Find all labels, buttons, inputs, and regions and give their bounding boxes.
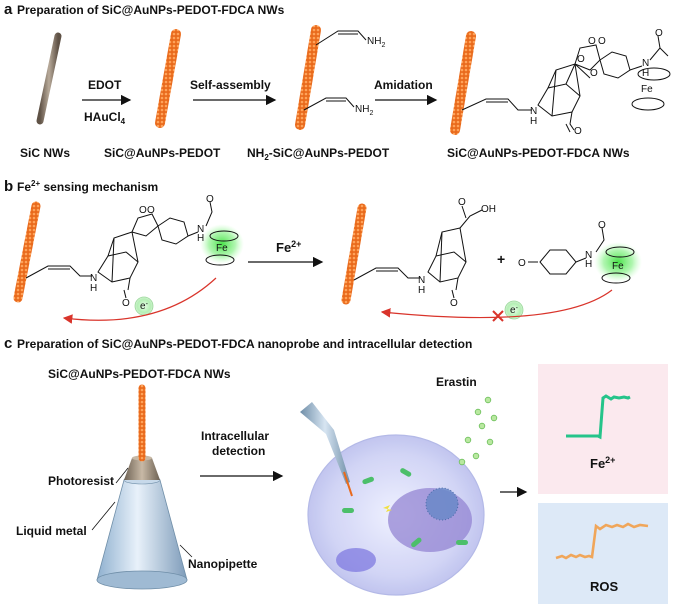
- step-self-assembly: Self-assembly: [190, 78, 271, 92]
- photoresist-leader: [115, 467, 129, 484]
- b-o-4: O: [122, 298, 130, 309]
- electron-right: [504, 300, 524, 320]
- o-label-6: O: [574, 126, 582, 137]
- nh2-label-top: NH2: [367, 36, 385, 49]
- b-oh: OH: [481, 204, 496, 215]
- o-label-1: O: [588, 36, 596, 47]
- o-label-2: O: [598, 36, 606, 47]
- ros-trace: [555, 522, 649, 560]
- fe2plus-arrow-label: Fe2+: [276, 239, 301, 255]
- blocked-transfer-x-icon: [492, 310, 504, 322]
- ros-readout-box: [538, 503, 668, 604]
- cell-illustration: [300, 402, 485, 596]
- b-o-1: O: [147, 205, 155, 216]
- b-n-1: N: [197, 224, 204, 235]
- n-label-a: N: [642, 58, 649, 69]
- fe-readout-label: Fe2+: [590, 455, 615, 471]
- detect-line1: Intracellular: [201, 429, 269, 443]
- electron-left-label: e-: [140, 301, 149, 312]
- liquid-metal-label: Liquid metal: [16, 524, 87, 538]
- b-n-4: N: [585, 250, 592, 261]
- o-label-5: O: [655, 28, 663, 39]
- fe-label-a: Fe: [641, 84, 653, 95]
- b-o-6: O: [450, 298, 458, 309]
- fe-trace: [566, 394, 631, 440]
- o-label-3: O: [590, 68, 598, 79]
- step-edot: EDOT: [88, 78, 122, 92]
- electron-right-label: e-: [510, 305, 519, 316]
- b-h-4: H: [585, 259, 592, 270]
- b-n-2: N: [90, 273, 97, 284]
- plus-sign: +: [497, 251, 505, 267]
- liquid-metal-leader: [91, 501, 116, 531]
- electron-transfer-arrow-left: [62, 277, 217, 324]
- electron-transfer-arrow-right: [380, 289, 613, 319]
- panel-b-letter: b: [4, 178, 13, 195]
- ros-readout-label: ROS: [590, 579, 619, 594]
- b-h-3: H: [418, 285, 425, 296]
- cleaved-product-left: [341, 203, 483, 305]
- b-o-3: O: [206, 194, 214, 205]
- b-o-8: O: [598, 220, 606, 231]
- label-fdca-nws: SiC@AuNPs-PEDOT-FDCA NWs: [447, 146, 630, 160]
- b-fe-2: Fe: [612, 261, 624, 272]
- h-label-a: H: [642, 68, 649, 79]
- probe-label: SiC@AuNPs-PEDOT-FDCA NWs: [48, 367, 231, 381]
- b-h-1: H: [197, 233, 204, 244]
- o-label-4: O: [577, 54, 585, 65]
- nanopipette-label: Nanopipette: [188, 557, 258, 571]
- nanopipette-probe: [96, 384, 188, 590]
- fe-readout-box: [538, 364, 668, 494]
- photoresist-label: Photoresist: [48, 474, 114, 488]
- label-sic-nws: SiC NWs: [20, 146, 70, 160]
- nh2-label-bottom: NH2: [355, 104, 373, 117]
- h-label-a2: H: [530, 116, 537, 127]
- b-o-7: O: [518, 258, 526, 269]
- erastin-label: Erastin: [436, 375, 477, 389]
- cleaved-product-right: [528, 227, 642, 284]
- panel-b-title: Fe2+ sensing mechanism: [17, 179, 158, 194]
- detect-line2: detection: [212, 444, 265, 458]
- panel-a-letter: a: [4, 1, 13, 18]
- n-label-a2: N: [530, 106, 537, 117]
- b-h-2: H: [90, 283, 97, 294]
- label-nh2-sic: NH2-SiC@AuNPs-PEDOT: [247, 146, 390, 162]
- sic-nanowire: [36, 32, 62, 125]
- nanopipette-leader: [179, 544, 193, 558]
- label-sic-aunps-pedot: SiC@AuNPs-PEDOT: [104, 146, 221, 160]
- b-n-3: N: [418, 275, 425, 286]
- fdca-nanowire-structure: [450, 31, 671, 135]
- nh2-nanowire: [295, 25, 367, 130]
- erastin-particles: [458, 396, 498, 466]
- b-fe-1: Fe: [216, 243, 228, 254]
- b-o-5: O: [458, 197, 466, 208]
- panel-c-letter: c: [4, 335, 12, 352]
- pedot-nanowire: [155, 29, 181, 128]
- panel-c-title: Preparation of SiC@AuNPs-PEDOT-FDCA nano…: [17, 337, 472, 351]
- step-amidation: Amidation: [374, 78, 433, 92]
- step-haucl4: HAuCl4: [84, 110, 126, 126]
- panel-a-title: Preparation of SiC@AuNPs-PEDOT-FDCA NWs: [17, 3, 285, 17]
- b-o-2: O: [139, 205, 147, 216]
- probe-molecule-left: [13, 201, 244, 303]
